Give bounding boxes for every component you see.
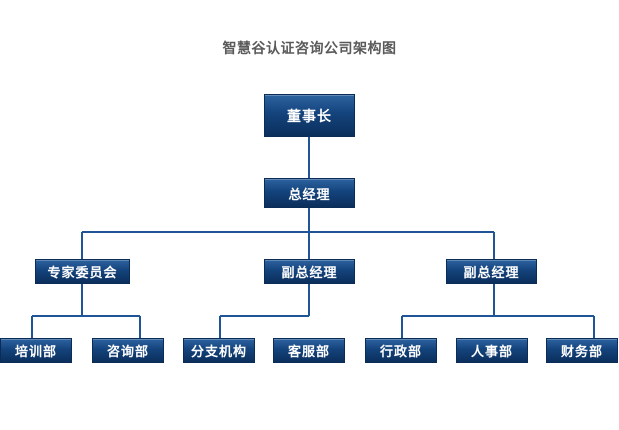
hr-dept-box: 人事部 <box>456 338 528 363</box>
finance-dept-box: 财务部 <box>546 338 618 363</box>
general-manager-box: 总经理 <box>264 178 355 208</box>
deputy-gm-box-2: 副总经理 <box>446 259 537 284</box>
consulting-dept-box: 咨询部 <box>92 338 164 363</box>
customer-service-dept-box: 客服部 <box>273 338 345 363</box>
deputy-gm-box-1: 副总经理 <box>264 259 355 284</box>
training-dept-box: 培训部 <box>0 338 72 363</box>
chairman-box: 董事长 <box>264 94 355 137</box>
page-title: 智慧谷认证咨询公司架构图 <box>222 41 397 57</box>
branch-office-box: 分支机构 <box>183 338 255 363</box>
admin-dept-box: 行政部 <box>365 338 437 363</box>
expert-committee-box: 专家委员会 <box>35 259 130 284</box>
